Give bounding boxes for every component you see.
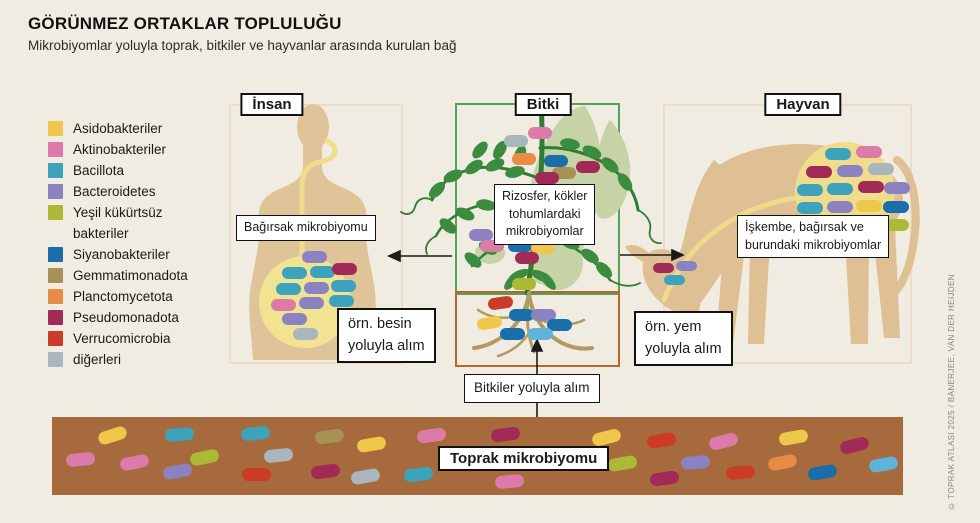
legend-label: Aktinobakteriler — [73, 142, 167, 157]
legend-label: Siyanobakteriler — [73, 247, 170, 262]
header: GÖRÜNMEZ ORTAKLAR TOPLULUĞU Mikrobiyomla… — [28, 14, 456, 53]
legend-label: Bacillota — [73, 163, 125, 178]
legend-label: Gemmatimonadota — [73, 268, 188, 283]
legend-item: Bacteroidetes — [48, 181, 220, 202]
human-digestive-tract — [299, 138, 338, 263]
panel-title-human: İnsan — [240, 93, 304, 116]
legend-item: Siyanobakteriler — [48, 244, 220, 265]
legend-label: Asidobakteriler — [73, 121, 163, 136]
legend-swatch-icon — [48, 331, 63, 346]
legend-item: Yeşil kükürtsüz bakteriler — [48, 202, 220, 244]
panel-title-animal: Hayvan — [764, 93, 842, 116]
legend-label: Planctomycetota — [73, 289, 173, 304]
panel-title-plant: Bitki — [514, 93, 572, 116]
legend-item: Aktinobakteriler — [48, 139, 220, 160]
legend-item: Bacillota — [48, 160, 220, 181]
legend-swatch-icon — [48, 205, 63, 220]
legend-swatch-icon — [48, 121, 63, 136]
legend-label: Yeşil kükürtsüz bakteriler — [73, 205, 163, 241]
legend-label: Pseudomonadota — [73, 310, 179, 325]
label-human-gut: Bağırsak mikrobiyomu — [236, 215, 376, 241]
legend-swatch-icon — [48, 184, 63, 199]
legend-label: Bacteroidetes — [73, 184, 156, 199]
legend-swatch-icon — [48, 310, 63, 325]
legend-swatch-icon — [48, 289, 63, 304]
label-soil-microbiome: Toprak mikrobiyomu — [438, 446, 610, 471]
legend-swatch-icon — [48, 163, 63, 178]
legend-item: diğerleri — [48, 349, 220, 370]
legend-label: Verrucomicrobia — [73, 331, 171, 346]
label-uptake-feed: örn. yem yoluyla alım — [634, 311, 733, 366]
legend-item: Asidobakteriler — [48, 118, 220, 139]
legend-item: Gemmatimonadota — [48, 265, 220, 286]
animal-tail — [891, 156, 920, 296]
legend-item: Verrucomicrobia — [48, 328, 220, 349]
page-subtitle: Mikrobiyomlar yoluyla toprak, bitkiler v… — [28, 38, 457, 53]
legend-swatch-icon — [48, 247, 63, 262]
legend-swatch-icon — [48, 142, 63, 157]
arrow-plant-to-human — [387, 249, 452, 263]
legend-swatch-icon — [48, 268, 63, 283]
label-uptake-food: örn. besin yoluyla alım — [337, 308, 436, 363]
legend-item: Pseudomonadota — [48, 307, 220, 328]
legend-item: Planctomycetota — [48, 286, 220, 307]
label-uptake-via-plants: Bitkiler yoluyla alım — [464, 374, 600, 403]
arrow-plant-to-animal — [620, 248, 685, 262]
plant-root-strands — [472, 291, 594, 358]
legend-label: diğerleri — [73, 352, 122, 367]
label-animal-microbiomes: İşkembe, bağırsak ve burundaki mikrobiyo… — [737, 215, 890, 258]
page-title: GÖRÜNMEZ ORTAKLAR TOPLULUĞU — [28, 14, 342, 33]
label-plant-microbiomes: Rizosfer, kökler tohumlardaki mikrobiyom… — [494, 184, 596, 245]
legend-swatch-icon — [48, 352, 63, 367]
